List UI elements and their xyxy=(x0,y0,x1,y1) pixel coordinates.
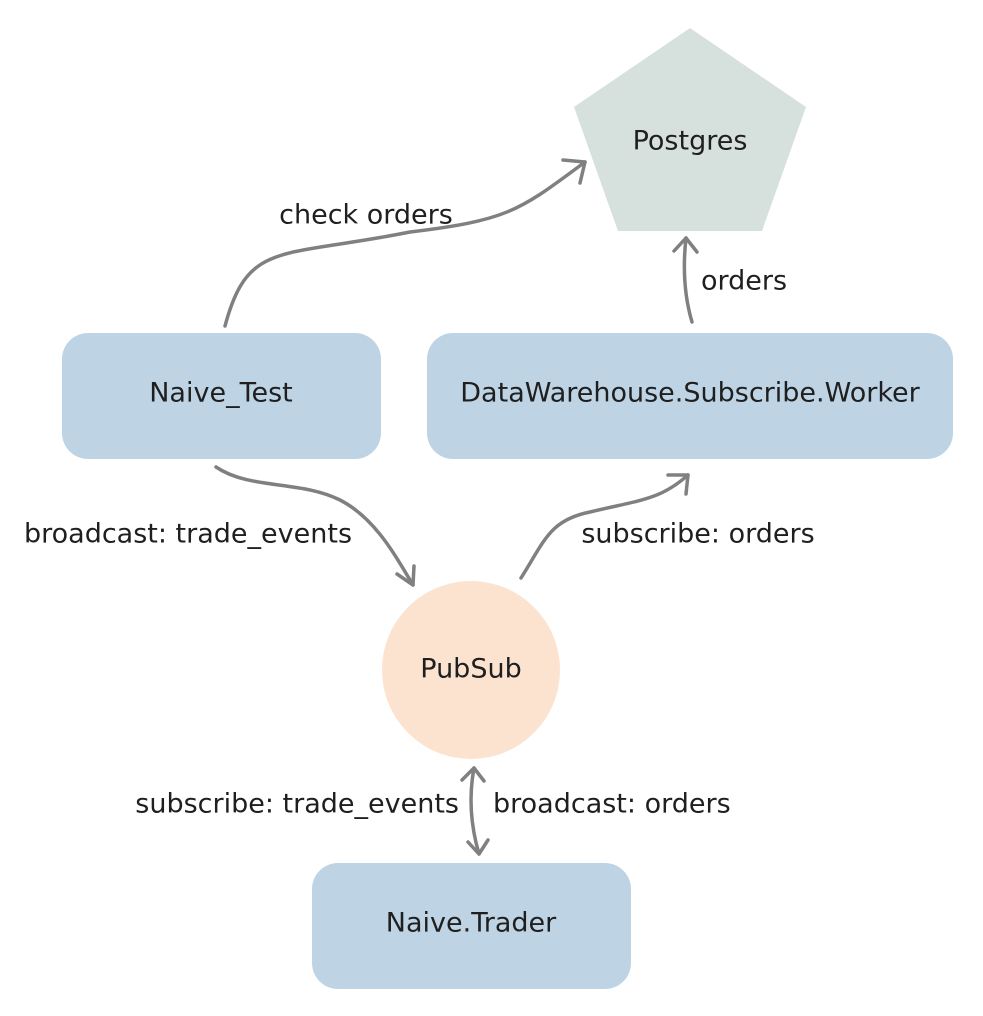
edge-broadcast-trade-events-arrowhead xyxy=(395,564,416,587)
worker-node[interactable] xyxy=(427,333,953,459)
edge-broadcast-trade-events xyxy=(214,465,415,587)
edge-orders xyxy=(682,236,694,324)
worker-label: DataWarehouse.Subscribe.Worker xyxy=(460,378,920,409)
edge-label-broadcast-orders: broadcast: orders xyxy=(493,789,731,820)
naive-test-node[interactable] xyxy=(62,333,381,459)
edge-pubsub-trader-arrowhead-bottom xyxy=(466,838,490,856)
edge-check-orders-arrowhead xyxy=(561,158,587,185)
edge-orders-arrowhead xyxy=(672,236,699,254)
edge-label-broadcast-trade-events: broadcast: trade_events xyxy=(24,519,352,550)
naive-trader-label: Naive.Trader xyxy=(386,908,557,939)
pubsub-label: PubSub xyxy=(420,654,521,685)
naive-trader-node[interactable] xyxy=(312,863,631,989)
edge-subscribe-orders xyxy=(519,473,690,580)
edge-label-orders: orders xyxy=(701,266,787,297)
postgres-label: Postgres xyxy=(633,126,748,157)
postgres-node[interactable] xyxy=(574,28,806,231)
edge-label-subscribe-orders: subscribe: orders xyxy=(581,519,814,550)
naive-test-label: Naive_Test xyxy=(149,378,293,409)
edge-pubsub-trader-arrowhead-top xyxy=(460,766,486,783)
edge-label-subscribe-trade-events: subscribe: trade_events xyxy=(135,789,459,820)
edge-pubsub-trader xyxy=(469,766,481,856)
edge-subscribe-orders-arrowhead xyxy=(666,473,690,496)
edge-check-orders xyxy=(223,160,587,328)
edge-label-check-orders: check orders xyxy=(279,200,453,231)
pubsub-node[interactable] xyxy=(382,581,560,759)
